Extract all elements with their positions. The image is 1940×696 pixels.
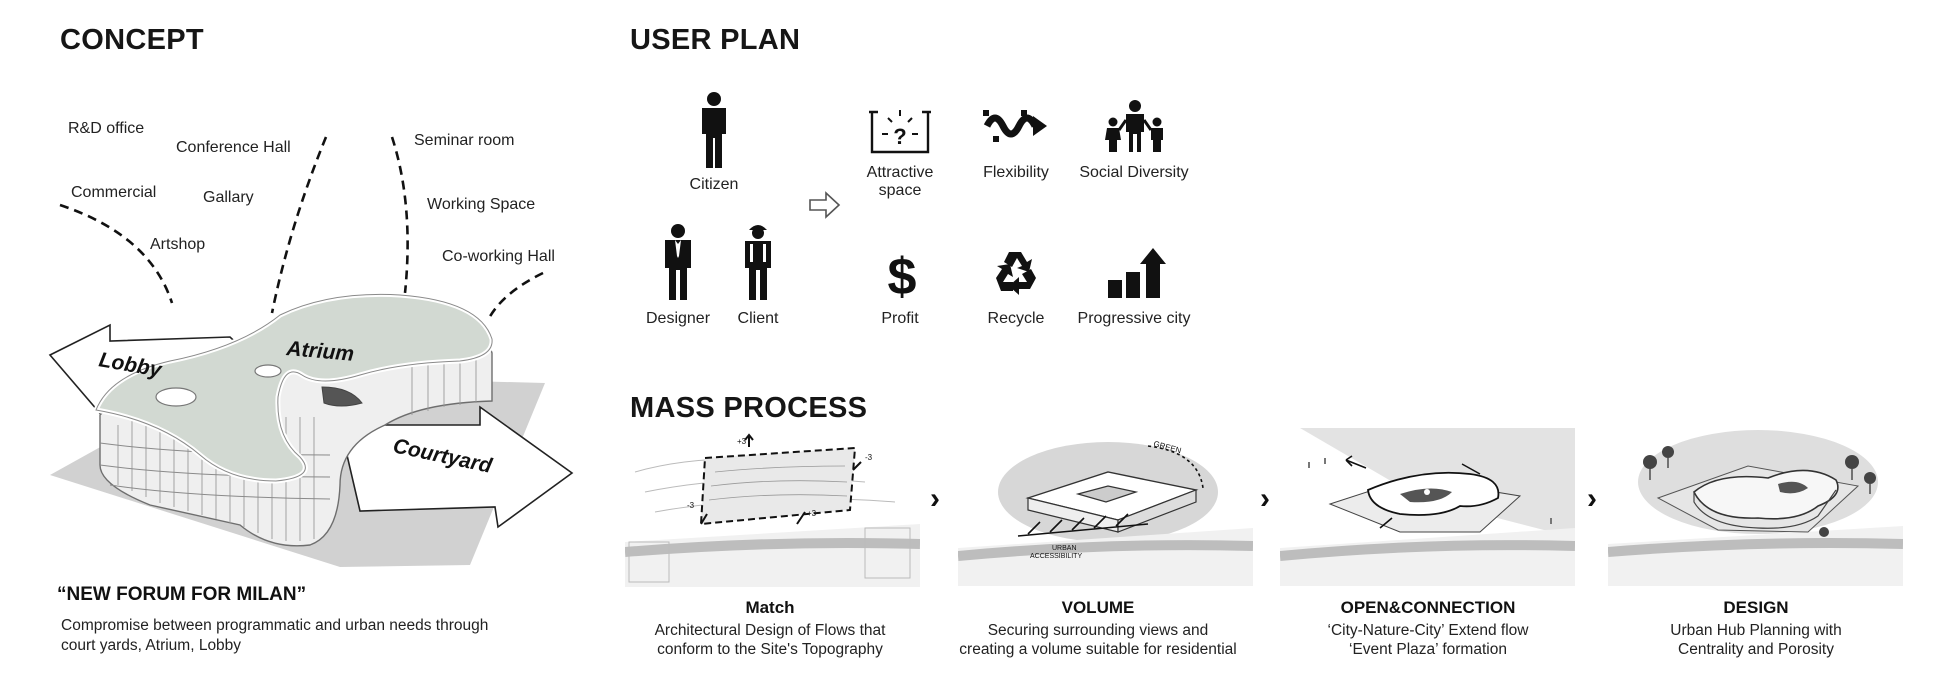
roof-skylight [155,387,197,407]
courtyard-arrow [338,405,574,529]
mass-step-desc-open-connection-line-1: ‘City-Nature-City’ Extend flow [1327,622,1529,639]
mass-step-desc-design-line-2: Centrality and Porosity [1678,641,1834,658]
program-label-seminar-room: Seminar room [414,132,515,149]
dashed-leader-commercial [59,203,174,304]
program-label-gallary: Gallary [203,189,254,206]
svg-text:$: $ [888,248,917,302]
mass-step-match-image: +3 -3 -3 +3 [625,432,920,587]
mass-step-desc-volume-line-2: creating a volume suitable for residenti… [959,641,1237,658]
mass-step-title-open-connection: OPEN&CONNECTION [1340,598,1516,617]
program-label-artshop: Artshop [150,236,206,253]
program-label-co-working-hall: Co-working Hall [442,248,555,265]
question-box-icon: ? [869,110,931,154]
volume-annotation-urban: URBAN [1052,545,1077,552]
match-annotation-top: +3 [737,437,747,446]
concept-description-line-1: Compromise between programmatic and urba… [61,617,489,634]
person-icon [702,92,726,168]
match-annotation-right: -3 [865,453,873,462]
concept-slogan: “NEW FORUM FOR MILAN” [57,584,307,605]
step-separator-chevron: › [930,482,940,515]
user-label-citizen: Citizen [689,176,739,193]
dashed-leader-seminar [390,136,409,294]
mass-step-title-volume: VOLUME [1061,598,1135,617]
value-label-flexibility: Flexibility [983,164,1049,181]
program-label-working-space: Working Space [427,196,536,213]
user-label-designer: Designer [645,310,711,327]
match-annotation-left: -3 [687,501,695,510]
user-plan-heading: USER PLAN [630,24,801,56]
mass-step-design-image [1608,422,1903,586]
mass-step-volume-image: GREEN URBAN ACCESSIBILITY [958,428,1253,586]
wave-arrow-icon [983,110,1047,142]
user-label-client: Client [737,310,779,327]
courtyard-void [321,386,363,407]
mass-step-desc-design-line-1: Urban Hub Planning with [1670,622,1842,639]
outline-arrow-right-icon [809,191,841,219]
dashed-leader-conference [270,136,328,314]
value-label-progressive-city: Progressive city [1077,310,1191,327]
mass-step-desc-open-connection-line-2: ‘Event Plaza’ formation [1349,641,1507,658]
businessman-icon [665,224,691,300]
value-label-social-diversity: Social Diversity [1079,164,1189,181]
mass-step-title-design: DESIGN [1723,598,1789,617]
concept-diagram: Lobby Atrium Courtyard [48,136,574,567]
concept-heading: CONCEPT [60,24,204,56]
svg-text:?: ? [893,124,906,149]
program-label-rd-office: R&D office [68,120,145,137]
value-label-attractive-space-line-2: space [878,182,922,199]
value-label-attractive-space-line-1: Attractive [866,164,934,181]
program-label-commercial: Commercial [71,184,157,201]
roof-skylight [254,364,282,378]
mass-step-desc-volume-line-1: Securing surrounding views and [987,622,1209,639]
family-icon [1105,100,1163,152]
mass-step-desc-match-line-1: Architectural Design of Flows that [654,622,886,639]
step-separator-chevron: › [1260,482,1270,515]
mass-step-title-match: Match [745,598,795,617]
step-separator-chevron: › [1587,482,1597,515]
growth-chart-icon [1108,248,1166,298]
worker-icon [745,225,771,300]
match-annotation-bottom: +3 [807,509,817,518]
mass-step-open-connection-image [1280,428,1575,586]
dashed-leader-coworking [486,271,544,321]
volume-annotation-accessibility: ACCESSIBILITY [1030,553,1082,560]
value-label-profit: Profit [881,310,919,327]
mass-step-desc-match-line-2: conform to the Site's Topography [657,641,883,658]
recycle-icon [996,252,1036,295]
value-label-recycle: Recycle [987,310,1045,327]
program-label-conference-hall: Conference Hall [176,139,291,156]
concept-description-line-2: court yards, Atrium, Lobby [61,637,242,654]
mass-process-heading: MASS PROCESS [630,392,868,424]
dollar-icon: $ [888,248,917,302]
